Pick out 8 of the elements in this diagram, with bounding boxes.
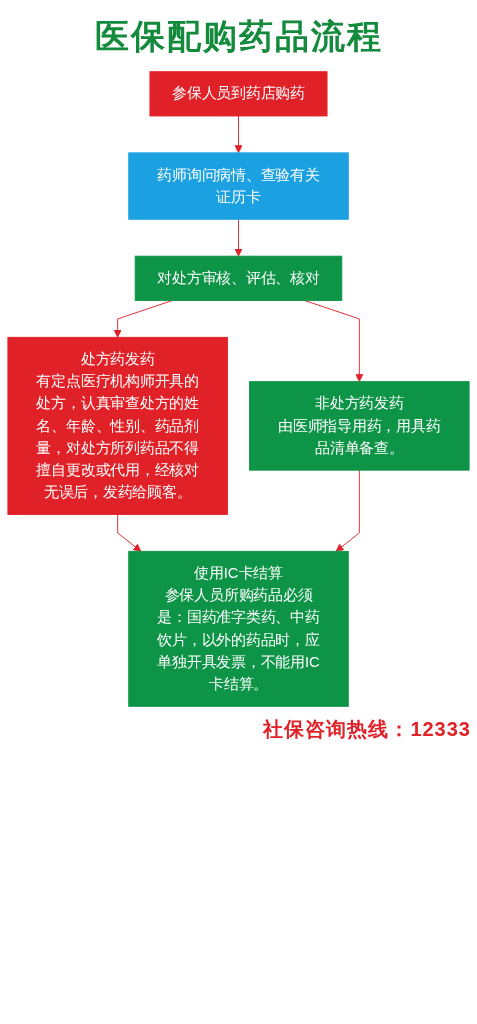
- title: 医保配购药品流程: [94, 16, 383, 57]
- node-box: 非处方药发药 由医师指导用药，用具药品清单备查。: [249, 381, 470, 471]
- hotline-note: 社保咨询热线：12333: [263, 717, 471, 742]
- node-box: 对处方审核、评估、核对: [134, 255, 343, 301]
- node-box: 参保人员到药店购药: [149, 71, 328, 117]
- node-box: 药师询问病情、查验有关证历卡: [128, 152, 349, 220]
- node-box: 处方药发药 有定点医疗机构师开具的处方，认真审查处方的姓名、年龄、性别、药品剂量，对处方所列药品不得擅自更改或代用，经核对无误后，发药给顾客。: [7, 336, 228, 515]
- node-box: 使用IC卡结算 参保人员所购药品必须是：国药准字类药、中药饮片，以外的药品时，应单独开具发票，不能用IC卡结算。: [128, 550, 349, 707]
